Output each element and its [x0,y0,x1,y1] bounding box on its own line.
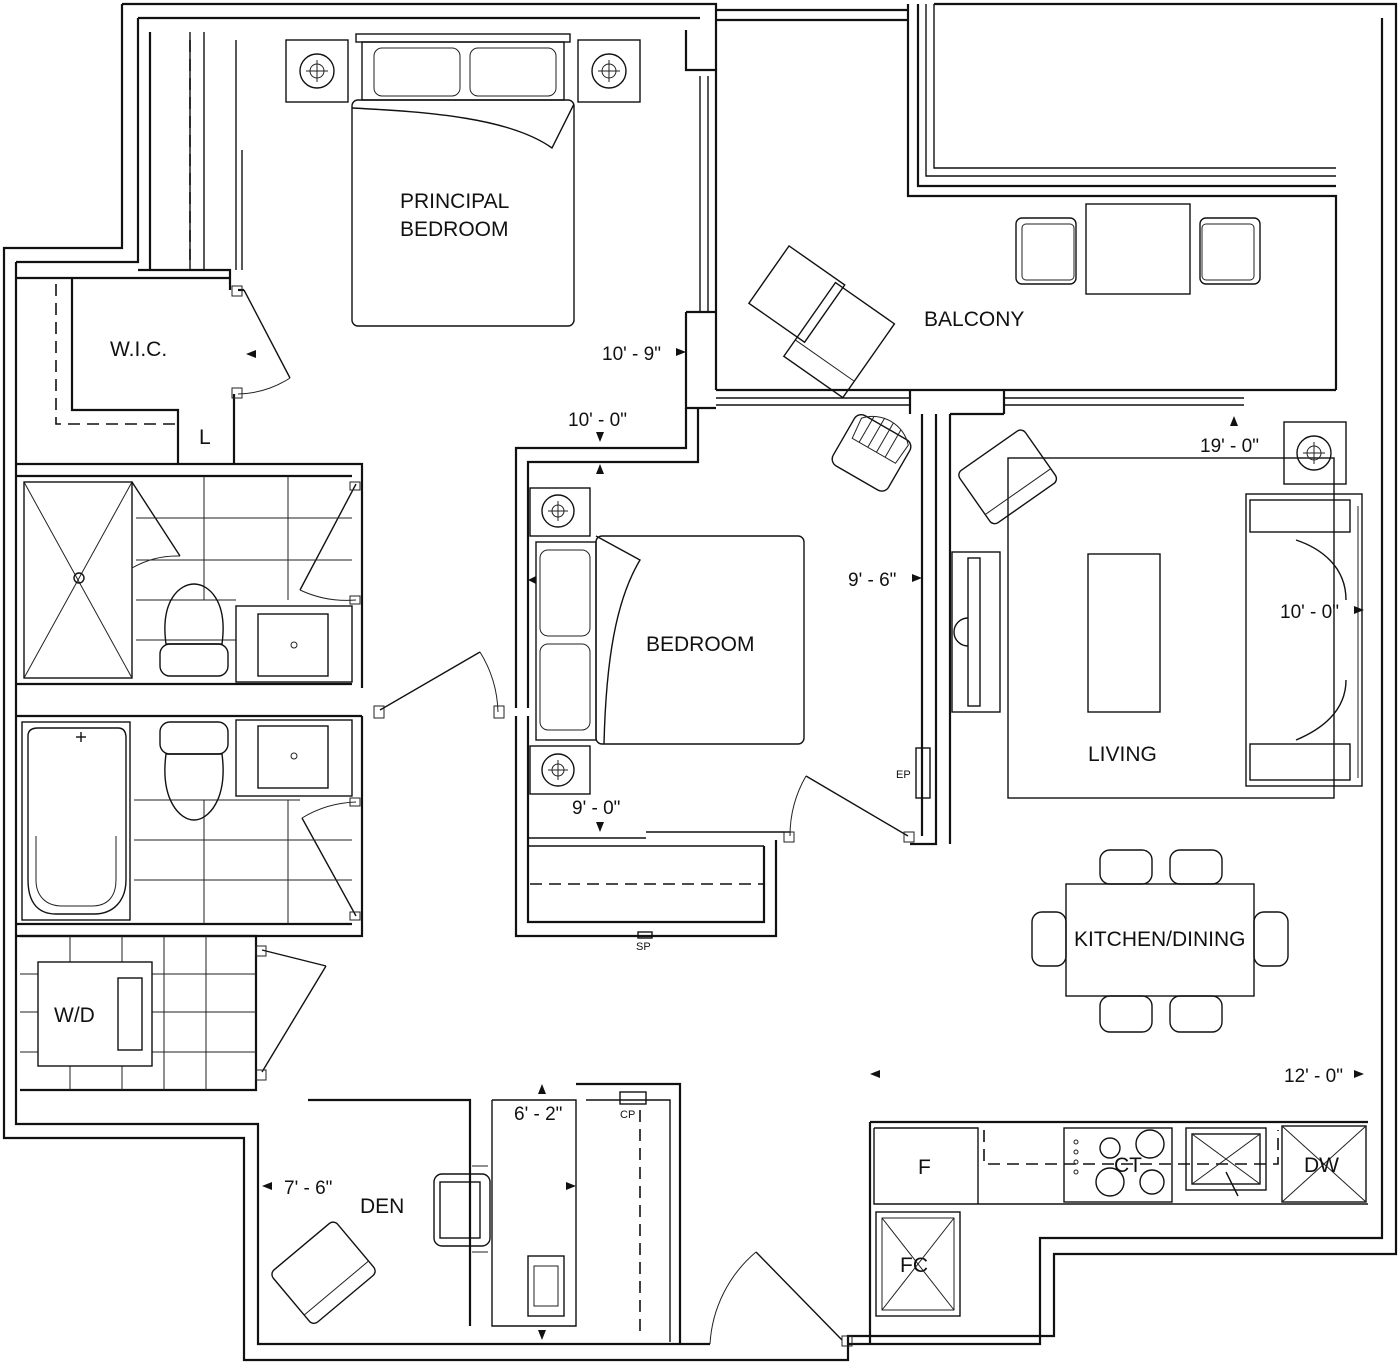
interior-walls [16,30,1368,1344]
laundry-label: W/D [54,1004,95,1027]
dim-living-width: 10' - 0" [1280,602,1339,623]
cooktop-label: CT [1114,1154,1142,1177]
bedroom-label: BEDROOM [646,633,755,656]
living-furniture [951,421,1363,799]
principal-bed [285,33,641,327]
dim-kitchen: 12' - 0" [1284,1066,1343,1087]
sp-label: SP [636,941,651,953]
fridge-label: F [918,1156,931,1179]
balcony-label: BALCONY [924,308,1024,331]
cp-label: CP [620,1109,635,1121]
bathroom-fixtures [21,476,353,924]
laundry-fixtures [20,936,256,1090]
dim-principal-bedroom: 10' - 9" [602,344,661,365]
ep-label: EP [896,769,911,781]
den-label: DEN [360,1195,404,1218]
dimension-markers [246,348,1364,1340]
den-furniture [271,1091,647,1325]
principal-bedroom-label-1: PRINCIPAL [400,190,509,213]
doors [231,285,915,1347]
dim-bedroom-depth: 10' - 0" [568,410,627,431]
bedroom-bed [529,413,912,795]
dim-den-width: 7' - 6" [284,1178,332,1199]
dim-den-depth: 6' - 2" [514,1104,562,1125]
linen-label: L [199,426,211,449]
balcony-furniture [747,203,1261,399]
dim-bedroom-width: 9' - 6" [848,570,896,591]
living-label: LIVING [1088,743,1157,766]
principal-bedroom-label-2: BEDROOM [400,218,509,241]
dim-bedroom-closet: 9' - 0" [572,798,620,819]
fc-label: FC [900,1254,928,1277]
dim-living-length: 19' - 0" [1200,436,1259,457]
kitchen-dining-label: KITCHEN/DINING [1074,928,1246,951]
wic-label: W.I.C. [110,338,167,361]
dishwasher-label: DW [1304,1154,1339,1177]
dining-furniture [1031,849,1289,1033]
kitchen-fixtures [875,1125,1367,1317]
